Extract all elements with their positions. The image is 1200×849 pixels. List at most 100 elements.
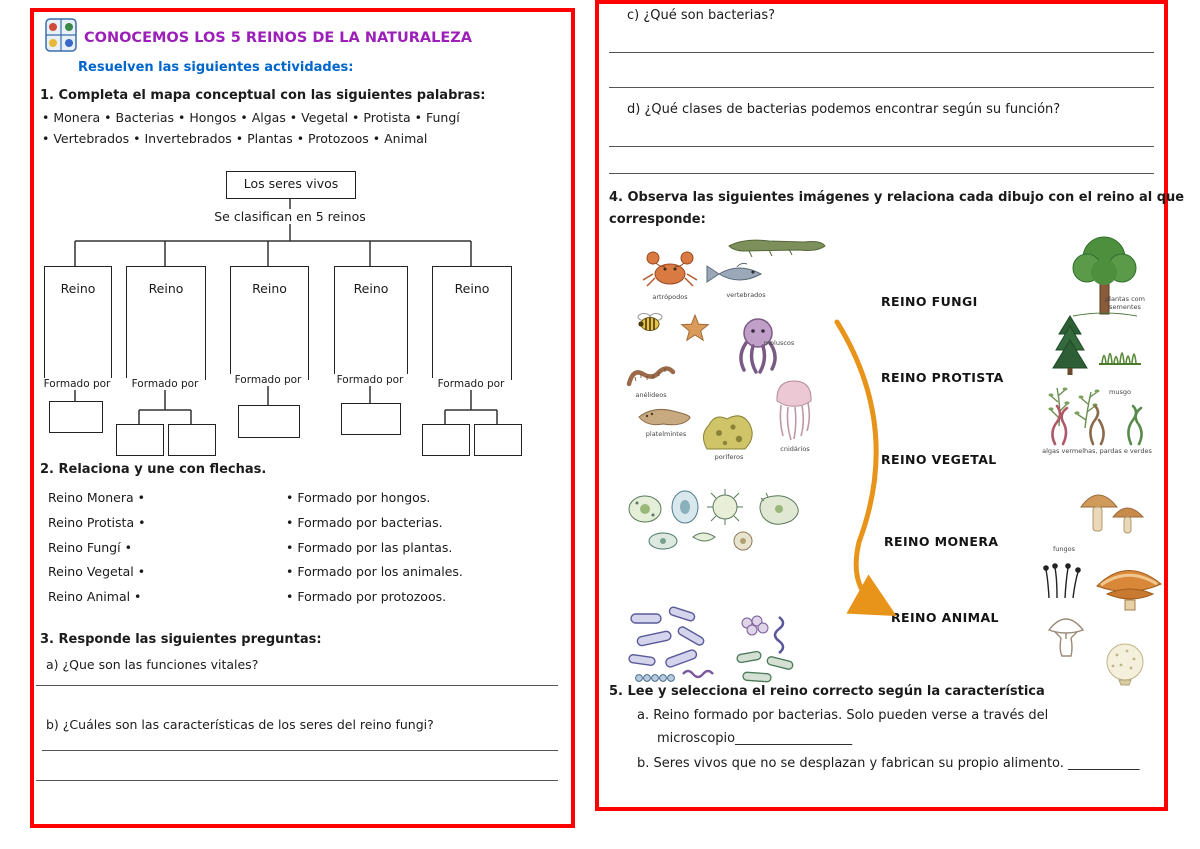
kingdom-box-label: Reino — [454, 281, 490, 296]
activity4-heading-line2: corresponde: — [609, 212, 706, 227]
map-answer-box — [341, 403, 401, 435]
map-kingdom-box-4: Reino — [334, 266, 408, 380]
caption-vertebrates: vertebrados — [726, 291, 766, 299]
puffball-illustration — [1099, 640, 1151, 686]
bee-illustration — [635, 310, 665, 334]
annelid-illustration — [625, 360, 677, 392]
jellyfish-illustration — [771, 376, 817, 444]
map-answer-box — [474, 424, 522, 456]
activity5-heading: 5. Lee y selecciona el reino correcto se… — [609, 684, 1045, 699]
activities-subtitle: Resuelven las siguientes actividades: — [78, 60, 354, 75]
kingdom-label-animal: REINO ANIMAL — [891, 610, 999, 625]
activity5-item-a-line2: microscopio__________________ — [657, 731, 853, 746]
answer-line — [609, 87, 1154, 88]
caption-moss: musgo — [1109, 388, 1131, 396]
match-left-item: Reino Fungí • — [48, 540, 132, 555]
tree-illustration — [1067, 232, 1142, 322]
kingdom-box-label: Reino — [60, 281, 96, 296]
map-answer-box — [422, 424, 470, 456]
caption-mollusks: moluscos — [763, 339, 795, 347]
kingdom-label-monera: REINO MONERA — [884, 534, 999, 549]
caption-sponges: poríferos — [714, 453, 744, 461]
kingdom-box-label: Reino — [148, 281, 184, 296]
activity2-heading: 2. Relaciona y une con flechas. — [40, 462, 267, 477]
starfish-illustration — [679, 312, 711, 344]
kingdom-box-label: Reino — [252, 281, 287, 296]
kingdom-label-fungi: REINO FUNGI — [881, 294, 978, 309]
vertebrates-illustration — [699, 234, 829, 294]
spruce-illustration — [1051, 314, 1089, 376]
word-bank-line2: • Vertebrados • Invertebrados • Plantas … — [42, 131, 428, 146]
kingdom-label-vegetal: REINO VEGETAL — [881, 452, 997, 467]
map-root-label: Los seres vivos — [243, 176, 339, 191]
flatworm-illustration — [635, 404, 695, 430]
sprigs-illustration — [1047, 382, 1107, 430]
worksheet-page-right: c) ¿Qué son bacterias? d) ¿Qué clases de… — [595, 0, 1184, 811]
answer-line — [609, 173, 1154, 174]
formado-por-label-4: Formado por — [330, 374, 410, 386]
match-right-item: • Formado por los animales. — [286, 564, 463, 579]
map-kingdom-box-2: Reino — [126, 266, 206, 380]
moss-illustration — [1097, 334, 1143, 366]
answer-line — [609, 52, 1154, 53]
mushrooms-illustration — [1077, 479, 1149, 537]
sketch-mushroom-illustration — [1045, 606, 1087, 658]
worksheet-page-left: CONOCEMOS LOS 5 REINOS DE LA NATURALEZA … — [30, 8, 575, 828]
answer-line — [36, 780, 558, 781]
match-right-item: • Formado por bacterias. — [286, 515, 443, 530]
activity4-heading-line1: 4. Observa las siguientes imágenes y rel… — [609, 190, 1185, 205]
crab-illustration — [639, 244, 701, 292]
activity5-item-b: b. Seres vivos que no se desplazan y fab… — [637, 756, 1140, 771]
kingdom-box-label: Reino — [353, 281, 389, 296]
map-answer-box — [168, 424, 216, 456]
bracket-fungus-illustration — [1091, 554, 1166, 612]
formado-por-label-3: Formado por — [228, 374, 308, 386]
question-a: a) ¿Que son las funciones vitales? — [46, 657, 259, 672]
caption-flatworms: platelmintes — [645, 430, 687, 438]
map-kingdom-box-3: Reino — [230, 266, 309, 380]
match-left-item: Reino Monera • — [48, 490, 146, 505]
kingdom-label-protista: REINO PROTISTA — [881, 370, 1004, 385]
word-bank-line1: • Monera • Bacterias • Hongos • Algas • … — [42, 110, 460, 125]
bacteria-illustration-2 — [729, 609, 807, 689]
match-left-item: Reino Protista • — [48, 515, 146, 530]
answer-line — [36, 685, 558, 686]
formado-por-label-5: Formado por — [431, 378, 511, 390]
answer-line — [609, 146, 1154, 147]
algae-illustration — [1041, 402, 1156, 447]
map-answer-box — [238, 405, 300, 438]
map-kingdom-box-1: Reino — [44, 266, 112, 380]
map-answer-box — [49, 401, 103, 433]
map-kingdom-box-5: Reino — [432, 266, 512, 380]
school-logo-icon — [42, 16, 80, 54]
caption-fungi: fungos — [1052, 545, 1076, 553]
bacteria-illustration — [623, 604, 718, 692]
question-b: b) ¿Cuáles son las características de lo… — [46, 717, 434, 732]
caption-seed-plants: plantas com sementes — [1105, 295, 1145, 311]
sponge-illustration — [699, 409, 757, 453]
protists-illustration — [623, 479, 823, 557]
question-c: c) ¿Qué son bacterias? — [627, 8, 776, 23]
match-right-item: • Formado por hongos. — [286, 490, 431, 505]
caption-annelids: anélideos — [635, 391, 667, 399]
map-answer-box — [116, 424, 164, 456]
activity3-heading: 3. Responde las siguientes preguntas: — [40, 632, 322, 647]
question-d: d) ¿Qué clases de bacterias podemos enco… — [627, 102, 1061, 117]
match-right-item: • Formado por las plantas. — [286, 540, 453, 555]
match-left-item: Reino Animal • — [48, 589, 142, 604]
match-right-item: • Formado por protozoos. — [286, 589, 447, 604]
caption-algae: algas vermelhas, pardas e verdes — [1042, 447, 1152, 455]
activity1-heading: 1. Completa el mapa conceptual con las s… — [40, 88, 486, 103]
activity5-item-a-line1: a. Reino formado por bacterias. Solo pue… — [637, 708, 1049, 723]
orange-arrow — [834, 319, 897, 617]
caption-arthropods: artrópodos — [652, 293, 688, 301]
formado-por-label-2: Formado por — [125, 378, 205, 390]
worksheet-title: CONOCEMOS LOS 5 REINOS DE LA NATURALEZA — [84, 30, 472, 46]
map-caption: Se clasifican en 5 reinos — [190, 209, 390, 224]
match-left-item: Reino Vegetal • — [48, 564, 146, 579]
octopus-illustration — [727, 314, 789, 376]
formado-por-label-1: Formado por — [37, 378, 117, 390]
caption-cnidarians: cnidários — [780, 445, 810, 453]
answer-line — [42, 750, 558, 751]
pin-mold-illustration — [1041, 558, 1083, 600]
